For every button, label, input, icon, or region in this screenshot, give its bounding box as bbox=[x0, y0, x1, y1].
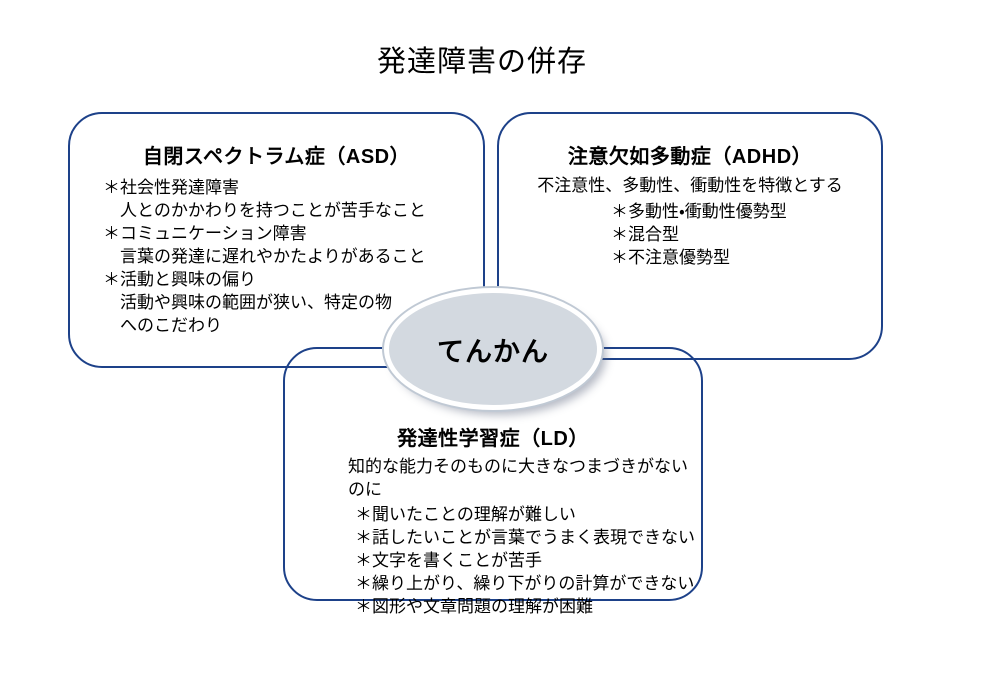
asd-line-5: ＊活動と興味の偏り bbox=[103, 270, 256, 289]
asd-line-6: 活動や興味の範囲が狭い、特定の物 bbox=[120, 293, 392, 312]
adhd-line-3: ＊不注意優勢型 bbox=[611, 248, 730, 267]
adhd-line-1: ＊多動性・衝動性優勢型 bbox=[611, 202, 787, 221]
ld-line-2: ＊話したいことが言葉でうまく表現できない bbox=[355, 528, 695, 547]
asd-box-title: 自閉スペクトラム症（ASD） bbox=[142, 146, 411, 168]
asd-box-body: ＊社会性発達障害 人とのかかわりを持つことが苦手なこと ＊コミュニケーション障害… bbox=[103, 176, 471, 337]
asd-box: 自閉スペクトラム症（ASD） ＊社会性発達障害 人とのかかわりを持つことが苦手な… bbox=[68, 112, 485, 368]
adhd-box-body: ＊多動性・衝動性優勢型 ＊混合型 ＊不注意優勢型 bbox=[611, 200, 881, 269]
asd-line-1: ＊社会性発達障害 bbox=[103, 178, 239, 197]
diagram-title: 発達障害の併存 bbox=[376, 46, 587, 78]
adhd-box-title: 注意欠如多動症（ADHD） bbox=[567, 146, 813, 168]
adhd-box-subtitle: 不注意性、多動性、衝動性を特徴とする bbox=[537, 176, 843, 195]
asd-line-4: 言葉の発達に遅れやかたよりがあること bbox=[120, 247, 426, 266]
ld-box-subtitle: 知的な能力そのものに大きなつまづきがないのに bbox=[348, 457, 688, 499]
adhd-line-2: ＊混合型 bbox=[611, 225, 679, 244]
ld-box-title: 発達性学習症（LD） bbox=[397, 428, 589, 450]
asd-line-2: 人とのかかわりを持つことが苦手なこと bbox=[120, 201, 426, 220]
epilepsy-ellipse: てんかん bbox=[384, 288, 602, 410]
asd-line-7: へのこだわり bbox=[120, 316, 222, 335]
epilepsy-label: てんかん bbox=[437, 336, 549, 367]
ld-line-3: ＊文字を書くことが苦手 bbox=[355, 551, 542, 570]
ld-line-4: ＊繰り上がり、繰り下がりの計算ができない bbox=[355, 574, 695, 593]
ld-line-5: ＊図形や文章問題の理解が困難 bbox=[355, 597, 593, 616]
ld-line-1: ＊聞いたことの理解が難しい bbox=[355, 505, 576, 524]
adhd-box: 注意欠如多動症（ADHD） 不注意性、多動性、衝動性を特徴とする ＊多動性・衝動… bbox=[497, 112, 883, 360]
ld-box-body: ＊聞いたことの理解が難しい ＊話したいことが言葉でうまく表現できない ＊文字を書… bbox=[355, 503, 701, 618]
asd-line-3: ＊コミュニケーション障害 bbox=[103, 224, 307, 243]
